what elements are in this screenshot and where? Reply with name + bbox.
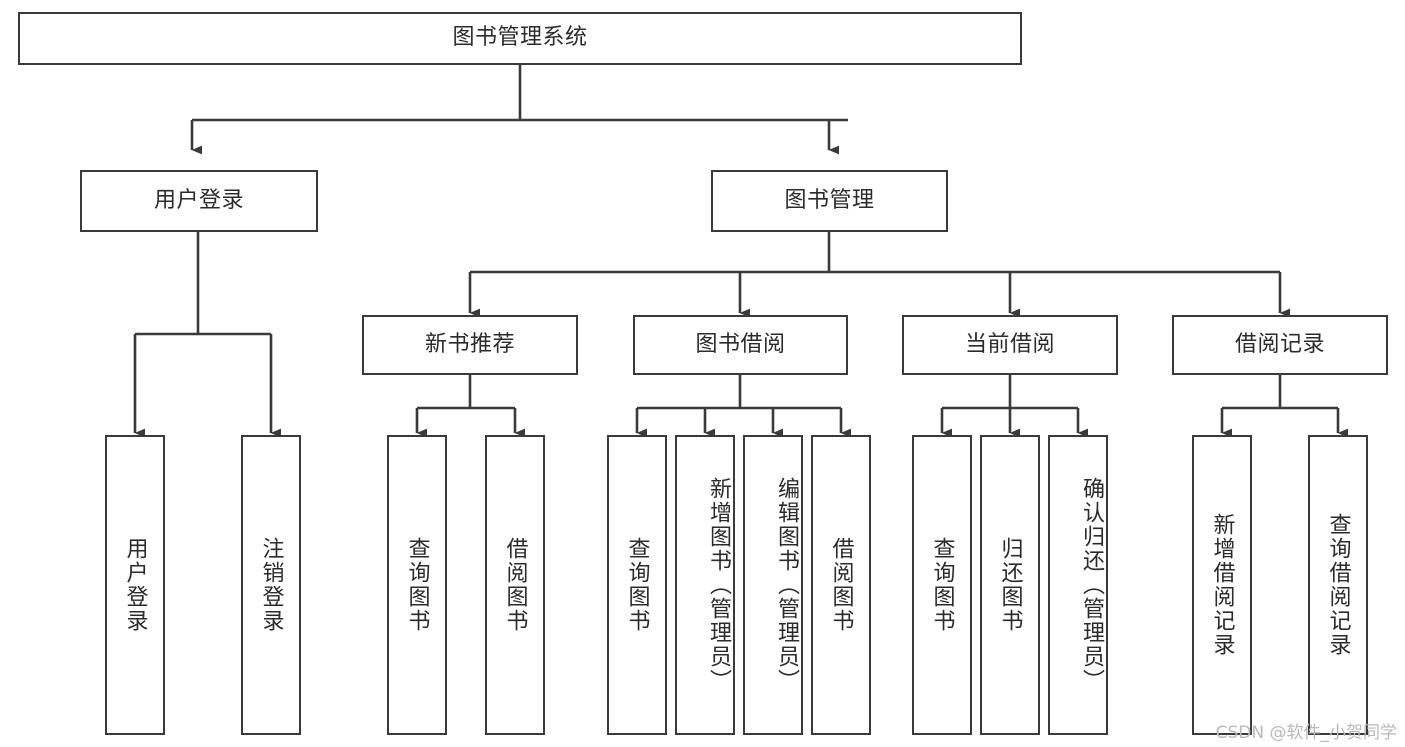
- node-leaf-add-book[interactable]: 新增图书（管理员）: [675, 435, 735, 735]
- node-leaf-user-logout-label: 注销登录: [258, 537, 284, 633]
- node-leaf-borrow-book-2-label: 借阅图书: [828, 537, 854, 633]
- node-leaf-query-record[interactable]: 查询借阅记录: [1308, 435, 1368, 735]
- node-root-label: 图书管理系统: [452, 25, 588, 51]
- node-leaf-user-login-label: 用户登录: [122, 537, 148, 633]
- node-leaf-edit-book[interactable]: 编辑图书（管理员）: [743, 435, 803, 735]
- node-current-borrow-label: 当前借阅: [964, 331, 1055, 357]
- node-leaf-user-logout[interactable]: 注销登录: [241, 435, 301, 735]
- node-root[interactable]: 图书管理系统: [18, 12, 1022, 65]
- node-leaf-add-record-label: 新增借阅记录: [1209, 513, 1235, 657]
- node-book-manage[interactable]: 图书管理: [711, 170, 948, 232]
- node-new-book-recommend[interactable]: 新书推荐: [362, 315, 578, 375]
- node-borrow-record-label: 借阅记录: [1234, 331, 1325, 357]
- node-leaf-return-book[interactable]: 归还图书: [980, 435, 1040, 735]
- node-leaf-query-book-3[interactable]: 查询图书: [912, 435, 972, 735]
- node-leaf-query-book-1[interactable]: 查询图书: [387, 435, 447, 735]
- node-user-login-label: 用户登录: [153, 187, 244, 213]
- node-leaf-return-book-label: 归还图书: [997, 537, 1023, 633]
- node-new-book-recommend-label: 新书推荐: [424, 331, 515, 357]
- node-leaf-add-record[interactable]: 新增借阅记录: [1192, 435, 1252, 735]
- watermark: CSDN @软件_小贺同学: [1215, 723, 1397, 743]
- node-leaf-user-login[interactable]: 用户登录: [105, 435, 165, 735]
- node-leaf-query-book-2-label: 查询图书: [624, 537, 650, 633]
- node-leaf-confirm-return[interactable]: 确认归还（管理员）: [1048, 435, 1108, 735]
- node-current-borrow[interactable]: 当前借阅: [902, 315, 1118, 375]
- node-leaf-add-book-label: 新增图书（管理员）: [706, 477, 731, 693]
- node-leaf-query-book-1-label: 查询图书: [404, 537, 430, 633]
- node-leaf-query-book-2[interactable]: 查询图书: [607, 435, 667, 735]
- node-user-login[interactable]: 用户登录: [80, 170, 318, 232]
- node-leaf-borrow-book-1[interactable]: 借阅图书: [485, 435, 545, 735]
- node-leaf-borrow-book-1-label: 借阅图书: [502, 537, 528, 633]
- node-leaf-edit-book-label: 编辑图书（管理员）: [774, 477, 799, 693]
- node-book-borrow[interactable]: 图书借阅: [633, 315, 848, 375]
- node-leaf-borrow-book-2[interactable]: 借阅图书: [811, 435, 871, 735]
- node-leaf-confirm-return-label: 确认归还（管理员）: [1079, 477, 1104, 693]
- node-leaf-query-record-label: 查询借阅记录: [1325, 513, 1351, 657]
- node-book-borrow-label: 图书借阅: [695, 331, 786, 357]
- node-book-manage-label: 图书管理: [784, 187, 875, 213]
- node-leaf-query-book-3-label: 查询图书: [929, 537, 955, 633]
- node-borrow-record[interactable]: 借阅记录: [1172, 315, 1388, 375]
